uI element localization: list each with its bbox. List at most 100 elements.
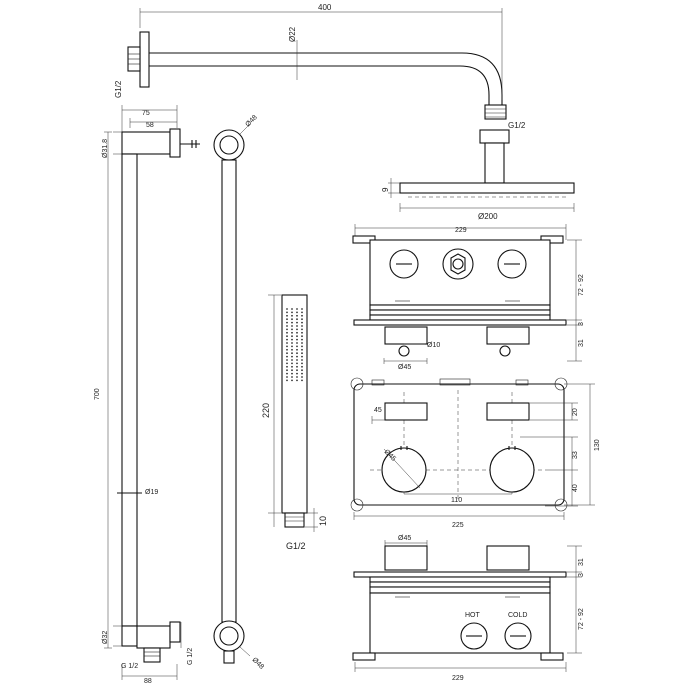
nozzle-dot [301, 318, 303, 321]
nozzle-dot [291, 328, 293, 331]
rail-bottom-diameter-label: Ø32 [102, 631, 109, 644]
nozzle-dot [286, 345, 288, 348]
side-width-label: 229 [452, 675, 464, 682]
nozzle-dot [291, 355, 293, 358]
nozzle-dot [301, 376, 303, 378]
nozzle-dot [286, 348, 288, 351]
nozzle-dot [291, 314, 293, 317]
nozzle-dot [286, 321, 288, 324]
ring-top-diameter-label: Ø48 [244, 114, 258, 128]
rail-length-label: 700 [94, 388, 101, 400]
handshower-thread-label: G1/2 [286, 541, 306, 551]
nozzle-dot [301, 325, 303, 327]
bottom-outlet-thread-label: G 1/2 [187, 648, 194, 665]
arm-length-dimension: 400 [139, 3, 503, 100]
bracket-depth-label: 75 [142, 110, 150, 117]
nozzle-dot [286, 342, 288, 344]
nozzle-dot [301, 365, 303, 368]
nozzle-dot [296, 314, 298, 317]
nozzle-dot [301, 362, 303, 365]
arm-length-label: 400 [318, 3, 332, 12]
nozzle-dot [296, 359, 298, 361]
nozzle-dot [296, 331, 298, 334]
nozzle-dot [301, 348, 303, 351]
nozzle-dot [301, 345, 303, 348]
knob-offset-v-label: 40 [572, 484, 579, 492]
nozzle-dot [301, 342, 303, 344]
nozzle-dot [291, 318, 293, 321]
nozzle-dot [301, 308, 303, 310]
nozzle-dot [301, 311, 303, 314]
shower-head [388, 178, 575, 212]
nozzle-dot [296, 342, 298, 344]
nozzle-dot [291, 311, 293, 314]
box-knob-diameter-label: Ø45 [398, 364, 411, 371]
box-depth-range-label: 72 - 92 [578, 274, 585, 296]
bracket-top-diameter-label: Ø31.8 [102, 139, 109, 158]
nozzle-dot [291, 331, 293, 334]
hand-shower-nozzles [286, 308, 303, 382]
nozzle-dot [296, 348, 298, 351]
box-width-top-label: 229 [455, 227, 467, 234]
head-thread-label: G1/2 [508, 121, 526, 130]
nozzle-dot [296, 372, 298, 375]
nozzle-dot [296, 345, 298, 348]
nozzle-dot [296, 311, 298, 314]
nozzle-dot [296, 365, 298, 368]
nozzle-dot [291, 342, 293, 344]
nozzle-dot [286, 355, 288, 358]
nozzle-dot [296, 325, 298, 327]
head-diameter-label: Ø200 [478, 212, 498, 221]
nozzle-dot [291, 359, 293, 361]
nozzle-dot [291, 362, 293, 365]
nozzle-dot [286, 314, 288, 317]
side-knob-diameter-label: Ø45 [398, 535, 411, 542]
rail-front-view [213, 123, 251, 664]
nozzle-dot [301, 338, 303, 341]
nozzle-dot [291, 345, 293, 348]
side-depth-range-label: 72 - 92 [578, 608, 585, 630]
nozzle-dot [286, 325, 288, 327]
nozzle-dot [296, 338, 298, 341]
handshower-connector-label: 10 [318, 516, 328, 526]
knob-spacing-label: 110 [451, 497, 462, 504]
arm-diameter-dimension: Ø22 [288, 26, 298, 80]
plate-cutout-height-label: 20 [572, 408, 579, 416]
nozzle-dot [286, 359, 288, 361]
arm-thread-label: G1/2 [114, 80, 123, 98]
plate-width-label: 225 [452, 522, 464, 529]
nozzle-dot [291, 352, 293, 355]
nozzle-dot [301, 379, 303, 382]
nozzle-dot [286, 328, 288, 331]
box-plate-label: 3 [578, 322, 585, 326]
nozzle-dot [286, 362, 288, 365]
nozzle-dot [301, 335, 303, 338]
box-knob-depth-label: 31 [578, 339, 585, 347]
nozzle-dot [296, 328, 298, 331]
bottom-offset-label: 88 [144, 678, 152, 685]
nozzle-dot [286, 365, 288, 368]
nozzle-dot [291, 379, 293, 382]
side-plate-label: 3 [578, 573, 585, 577]
nozzle-dot [301, 331, 303, 334]
bottom-thread-label: G 1/2 [121, 663, 138, 670]
nozzle-dot [286, 379, 288, 382]
nozzle-dot [286, 318, 288, 321]
nozzle-dot [296, 379, 298, 382]
head-height-label: 9 [381, 187, 390, 192]
mixer-box-top-view [352, 224, 582, 364]
plate-cutout-label: 45 [374, 407, 382, 414]
slide-rail [104, 105, 200, 680]
nozzle-dot [286, 335, 288, 338]
mixer-front-plate [350, 377, 595, 520]
knob-pitch-v-label: 33 [572, 451, 579, 459]
nozzle-dot [301, 359, 303, 361]
nozzle-dot [286, 372, 288, 375]
nozzle-dot [291, 338, 293, 341]
nozzle-dot [301, 314, 303, 317]
nozzle-dot [291, 365, 293, 368]
nozzle-dot [301, 328, 303, 331]
nozzle-dot [301, 372, 303, 375]
nozzle-dot [286, 352, 288, 355]
